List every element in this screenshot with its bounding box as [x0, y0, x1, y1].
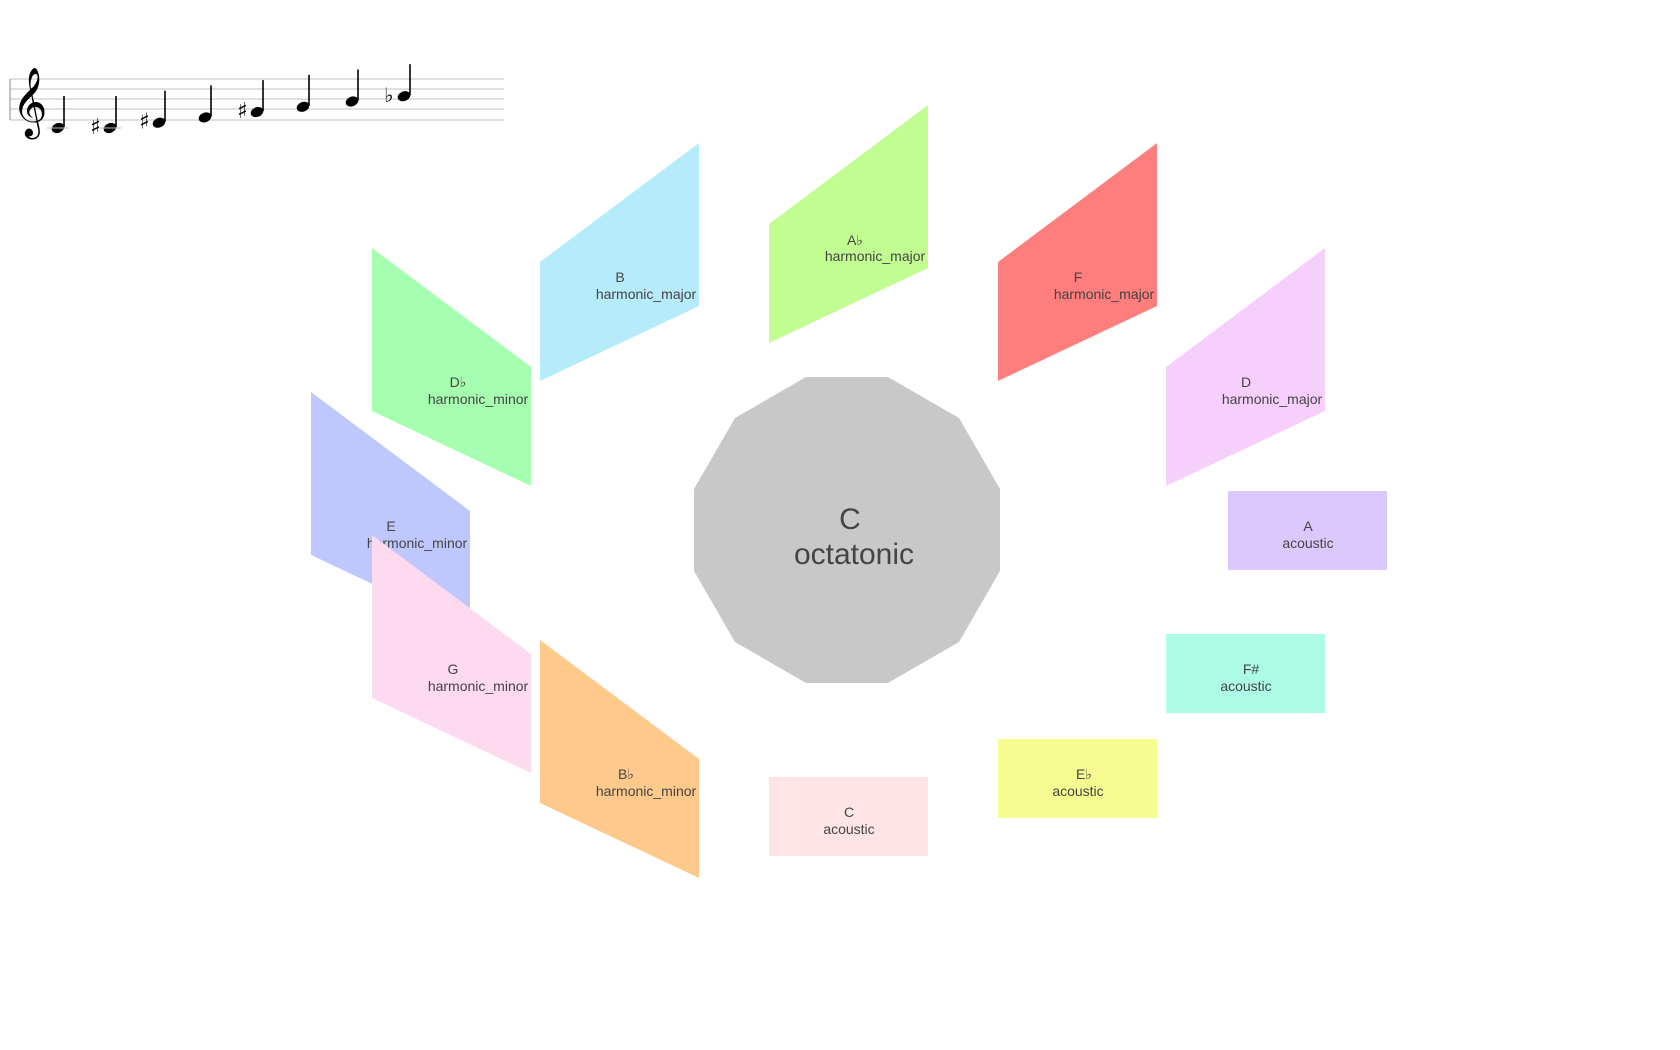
- note-head: [296, 101, 310, 112]
- node-scale-label: acoustic: [1282, 535, 1333, 551]
- node-shape[interactable]: [769, 777, 928, 856]
- center-scale-label: octatonic: [794, 538, 914, 571]
- staff-note: ♯: [237, 80, 264, 124]
- node-root-label: E: [386, 518, 395, 534]
- node-shape[interactable]: [998, 739, 1157, 818]
- node-scale-label: acoustic: [1220, 678, 1271, 694]
- node-shape[interactable]: [540, 640, 699, 878]
- note-head: [397, 91, 411, 102]
- node-scale-label: harmonic_major: [1222, 391, 1323, 407]
- node-shape[interactable]: [1166, 248, 1325, 486]
- music-staff: 𝄞 ♯ ♯ ♯ ♭: [9, 64, 504, 140]
- sharp-icon: ♯: [139, 110, 150, 135]
- node-shape[interactable]: [372, 248, 531, 486]
- node-root-label: A♭: [847, 232, 863, 248]
- node-e-flat[interactable]: E♭ acoustic: [998, 739, 1157, 818]
- staff-note: ♯: [90, 96, 121, 140]
- note-head: [198, 112, 212, 123]
- node-d-flat[interactable]: D♭ harmonic_minor: [372, 248, 531, 486]
- node-shape[interactable]: [1166, 634, 1325, 713]
- node-b-flat[interactable]: B♭ harmonic_minor: [540, 640, 699, 878]
- node-scale-label: harmonic_minor: [367, 535, 468, 551]
- node-root-label: B♭: [618, 766, 634, 782]
- center-dodecagon[interactable]: [694, 377, 1000, 683]
- staff-note: [198, 85, 212, 123]
- note-head: [250, 107, 264, 118]
- node-scale-label: harmonic_major: [1054, 286, 1155, 302]
- node-root-label: G: [448, 661, 459, 677]
- node-b[interactable]: B harmonic_major: [540, 143, 699, 381]
- node-root-label: B: [615, 269, 624, 285]
- node-d[interactable]: D harmonic_major: [1166, 248, 1325, 486]
- node-shape[interactable]: [1228, 491, 1387, 570]
- staff-note: [47, 96, 69, 134]
- node-scale-label: harmonic_major: [825, 248, 926, 264]
- node-shape[interactable]: [372, 535, 531, 773]
- staff-notes: ♯ ♯ ♯ ♭: [47, 64, 411, 140]
- node-root-label: D: [1241, 374, 1251, 390]
- node-root-label: D♭: [450, 374, 467, 390]
- node-root-label: F: [1074, 269, 1083, 285]
- note-head: [152, 117, 166, 128]
- node-scale-label: harmonic_minor: [428, 678, 529, 694]
- node-shape[interactable]: [769, 105, 928, 343]
- note-head: [345, 96, 359, 107]
- sharp-icon: ♯: [237, 99, 248, 124]
- sharp-icon: ♯: [90, 115, 101, 140]
- staff-note: ♯: [139, 90, 166, 135]
- node-scale-label: harmonic_minor: [428, 391, 529, 407]
- node-a[interactable]: A acoustic: [1228, 491, 1387, 570]
- node-scale-label: harmonic_major: [596, 286, 697, 302]
- node-root-label: C: [844, 804, 854, 820]
- node-f-sharp[interactable]: F# acoustic: [1166, 634, 1325, 713]
- node-shape[interactable]: [540, 143, 699, 381]
- node-root-label: A: [1303, 518, 1313, 534]
- treble-clef-icon: 𝄞: [12, 67, 47, 139]
- staff-note: [296, 74, 310, 112]
- node-c[interactable]: C acoustic: [769, 777, 928, 856]
- node-scale-label: acoustic: [823, 821, 874, 837]
- staff-note: [345, 69, 359, 107]
- node-root-label: E♭: [1076, 766, 1092, 782]
- node-root-label: F#: [1243, 661, 1260, 677]
- node-scale-label: acoustic: [1052, 783, 1103, 799]
- center-node[interactable]: C octatonic: [694, 377, 1000, 683]
- node-shape[interactable]: [311, 392, 470, 630]
- node-f[interactable]: F harmonic_major: [998, 143, 1157, 381]
- node-scale-label: harmonic_minor: [596, 783, 697, 799]
- center-root-label: C: [839, 503, 861, 536]
- flat-icon: ♭: [384, 83, 393, 107]
- node-g[interactable]: G harmonic_minor: [372, 535, 531, 773]
- node-shape[interactable]: [998, 143, 1157, 381]
- staff-note: ♭: [384, 64, 411, 107]
- node-e[interactable]: E harmonic_minor: [311, 392, 470, 630]
- node-a-flat[interactable]: A♭ harmonic_major: [769, 105, 928, 343]
